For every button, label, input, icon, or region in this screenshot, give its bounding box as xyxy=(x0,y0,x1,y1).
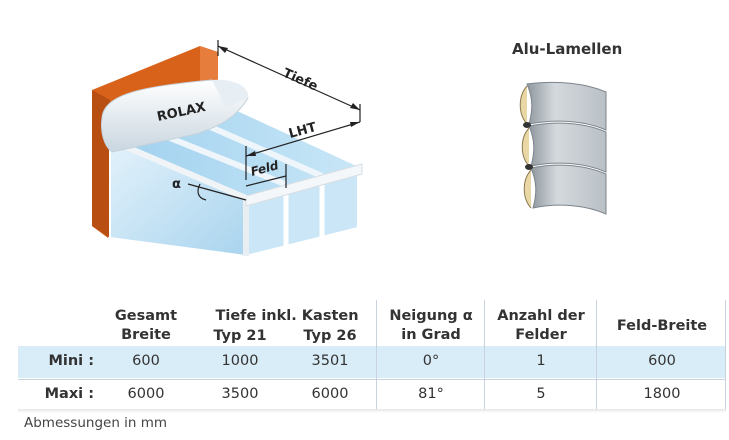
header-typ26: Typ 26 xyxy=(303,328,357,344)
column-divider xyxy=(725,300,726,410)
cell-maxi-neigung: 81° xyxy=(418,386,444,402)
spec-table: Gesamt Breite Tiefe inkl. Kasten Typ 21 … xyxy=(14,300,726,411)
cell-maxi-typ26: 6000 xyxy=(311,386,349,402)
cell-maxi-anzahl: 5 xyxy=(536,386,546,402)
lht-label: LHT xyxy=(287,120,318,142)
cell-maxi-feldbreite: 1800 xyxy=(643,386,681,402)
footnote: Abmessungen in mm xyxy=(24,415,168,431)
row-label-maxi: Maxi : xyxy=(44,386,94,402)
header-in-grad: in Grad xyxy=(401,327,461,343)
dimension-lht: LHT xyxy=(245,120,361,180)
table-row-mini xyxy=(18,346,726,378)
cell-mini-gesamt: 600 xyxy=(132,353,160,369)
product-illustration: ROLAX Tiefe LHT Feld α xyxy=(92,40,607,258)
tiefe-label: Tiefe xyxy=(280,66,320,95)
header-gesamt: Gesamt xyxy=(114,308,178,324)
awning-cassette: ROLAX xyxy=(101,79,249,153)
table-row-maxi xyxy=(18,379,726,411)
row-label-mini: Mini : xyxy=(48,353,94,369)
column-divider xyxy=(596,300,597,410)
header-anzahl: Anzahl der xyxy=(497,308,585,324)
cell-mini-neigung: 0° xyxy=(422,353,440,369)
column-divider xyxy=(376,300,377,410)
header-breite: Breite xyxy=(121,327,171,343)
cell-mini-anzahl: 1 xyxy=(536,353,546,369)
alpha-label: α xyxy=(172,177,181,192)
header-tiefe: Tiefe inkl. Kasten xyxy=(215,308,359,324)
header-felder: Felder xyxy=(515,327,567,343)
header-neigung: Neigung α xyxy=(389,308,473,324)
table-shadow xyxy=(18,409,726,413)
angle-indicator: α xyxy=(172,177,247,201)
cell-maxi-gesamt: 6000 xyxy=(127,386,165,402)
column-divider xyxy=(484,300,485,410)
cell-maxi-typ21: 3500 xyxy=(221,386,259,402)
header-typ21: Typ 21 xyxy=(213,328,267,344)
profile-title: Alu-Lamellen xyxy=(512,40,623,58)
lamellen-profile xyxy=(519,81,607,215)
header-feld-breite: Feld-Breite xyxy=(616,318,708,334)
cell-mini-typ21: 1000 xyxy=(221,353,259,369)
cell-mini-typ26: 3501 xyxy=(311,353,349,369)
cell-mini-feldbreite: 600 xyxy=(648,353,676,369)
